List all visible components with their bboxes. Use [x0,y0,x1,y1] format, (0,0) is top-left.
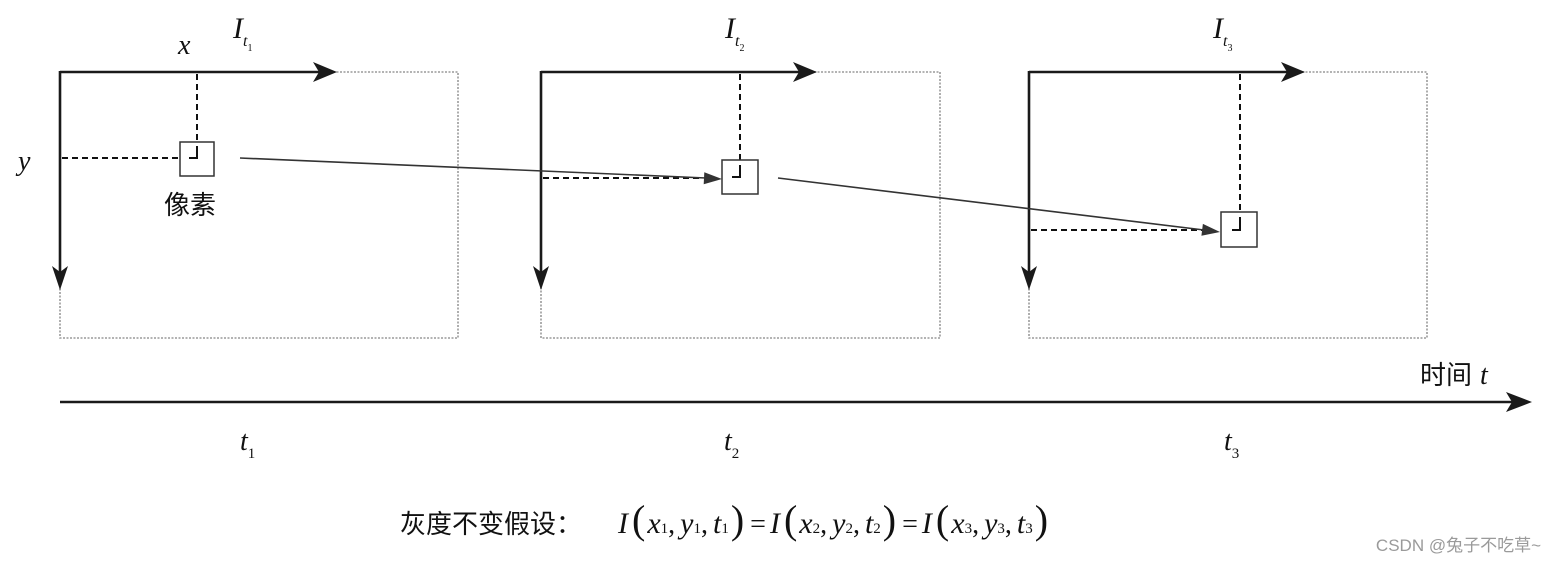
x-axis-label: x [178,30,191,61]
formula-separator: , [701,509,708,540]
formula-term-2-arg-2: y [832,507,846,540]
motion-arrow-2-3-line [777,177,1205,231]
time-label-1-base: t [240,426,248,457]
frame-3-border [1028,71,1428,339]
frame-1-label-sub: t [243,33,248,50]
formula-equals: = [902,509,918,540]
time-axis-arrowhead [1506,392,1532,412]
frame-1-x-arrowhead [313,62,337,82]
time-axis-label-symbol: t [1480,360,1488,391]
frame-2-label-base: I [725,12,735,45]
time-axis [60,392,1532,412]
formula-term-2-arg-3-sub: 2 [873,521,881,537]
frame-1-label-subsub: 1 [247,43,253,54]
formula-term-1-arg-3: t [713,507,722,540]
frame-1-y-arrowhead [52,266,68,290]
frame-3-label: It3 [1213,14,1232,54]
formula-term-1-fn: I [618,507,629,540]
frame-3-y-arrowhead [1021,266,1037,290]
frame-3-label-base: I [1213,12,1223,45]
time-label-3-base: t [1224,426,1232,457]
formula-term-3-arg-2-sub: 3 [997,521,1005,537]
formula-term-1-arg-2-sub: 1 [693,521,702,537]
formula-separator: , [852,509,860,540]
formula-term-3-arg-3: t [1016,507,1026,540]
time-label-1-sub: 1 [247,446,256,462]
frame-2-x-arrowhead [793,62,817,82]
formula-term-3-open: ( [935,497,950,542]
motion-arrow-1-2-head [703,172,722,185]
formula-term-2-arg-2-sub: 2 [845,521,853,537]
frame-3-pixel-center-mark [1232,217,1241,231]
pixel-label: 像素 [164,191,217,221]
frame-2-label-sub: t [735,33,740,50]
formula-separator: , [1004,509,1012,540]
frame-3 [1021,62,1428,339]
formula-term-1-arg-3-sub: 1 [721,521,729,537]
formula-term-3-arg-3-sub: 3 [1025,521,1033,537]
motion-arrow-2-3-head [1201,223,1220,236]
frame-3-label-sub: t [1223,33,1228,50]
watermark: CSDN @兔子不吃草~ [1375,536,1541,555]
formula-term-3-close: ) [1034,497,1049,542]
formula-term-1-arg-1: x [647,507,661,540]
formula-prefix: 灰度不变假设： [400,510,583,540]
time-label-2-sub: 2 [731,446,740,462]
formula-term-1-arg-1-sub: 1 [660,521,669,537]
formula-term-2-close: ) [882,497,897,542]
frame-1-label: It1 [233,14,252,54]
frame-2-label: It2 [725,14,744,54]
frame-1-border [59,71,459,339]
y-axis-label: y [18,146,31,177]
time-label-3: t3 [1224,428,1239,462]
formula-term-2-fn: I [769,507,780,540]
motion-arrow-1-2-line [239,157,707,179]
frame-1-pixel-center-mark [189,146,198,159]
time-label-2: t2 [724,428,739,462]
formula-separator: , [820,509,828,540]
formula-term-3-arg-2: y [984,507,998,540]
pixel-motion-arrows [239,157,1220,236]
formula-term-1-open: ( [632,497,646,542]
formula-term-2-open: ( [783,497,798,542]
time-axis-label-text: 时间 [1420,361,1473,391]
frame-3-label-subsub: 3 [1227,43,1233,54]
formula-equals: = [750,509,766,540]
formula-separator: , [972,509,980,540]
formula-term-3-fn: I [921,507,932,540]
frame-2-label-subsub: 2 [739,43,745,54]
formula-term-3-arg-1: x [951,507,965,540]
formula-term-3-arg-1-sub: 3 [964,521,973,537]
frame-2 [533,62,941,339]
frame-2-border [540,71,941,339]
formula-term-1-arg-2: y [680,507,694,540]
formula-term-2-arg-3: t [864,507,874,540]
frame-1 [52,62,459,339]
frame-2-pixel-center-mark [732,165,741,178]
frame-2-y-arrowhead [533,266,549,290]
time-label-3-sub: 3 [1231,446,1240,462]
formula-term-2-arg-1-sub: 2 [812,521,821,537]
formula-separator: , [668,509,676,540]
frame-1-label-base: I [233,12,243,45]
time-label-2-base: t [724,426,732,457]
time-label-1: t1 [240,428,255,462]
frame-3-x-arrowhead [1281,62,1305,82]
formula-term-1-close: ) [730,497,745,542]
formula-term-2-arg-1: x [799,507,813,540]
